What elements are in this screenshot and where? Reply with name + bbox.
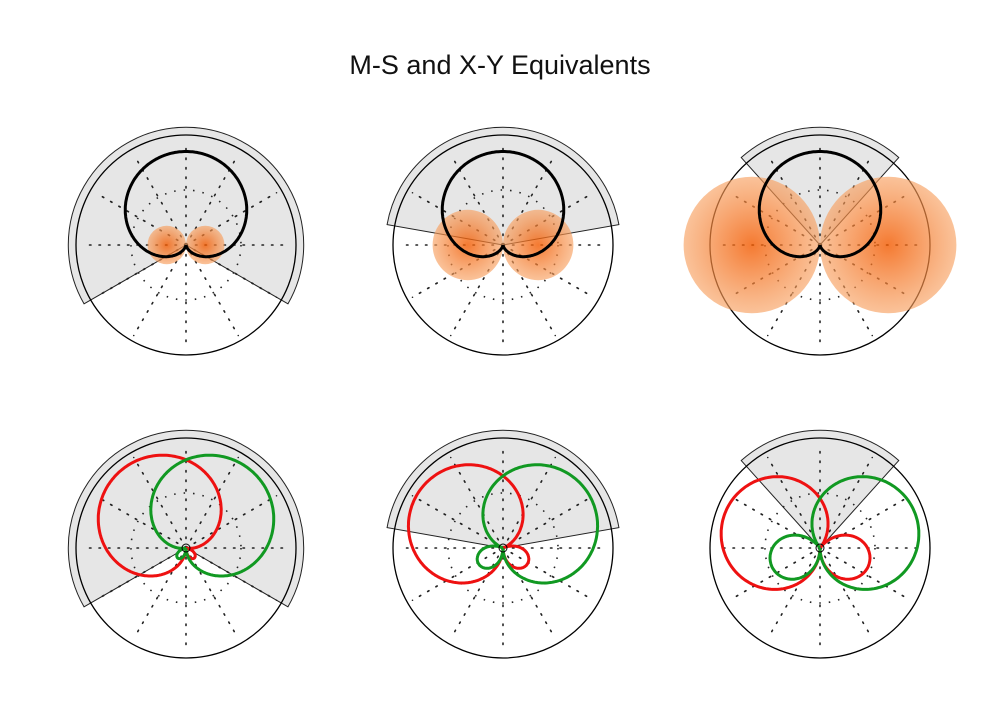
panel-m-s-1 bbox=[67, 126, 305, 356]
polar-spoke bbox=[185, 244, 278, 299]
mid-pattern bbox=[123, 150, 249, 259]
polar-outer-ring bbox=[392, 437, 614, 659]
right-channel-pattern bbox=[768, 475, 921, 591]
polar-spoke bbox=[502, 547, 557, 640]
panel-x-y-2 bbox=[386, 429, 620, 659]
panel-x-y-3 bbox=[709, 429, 931, 659]
origin-marker bbox=[498, 543, 508, 553]
polar-outer-ring bbox=[75, 437, 297, 659]
polar-spoke bbox=[185, 456, 240, 549]
polar-spoke bbox=[94, 494, 187, 549]
figure-title: M-S and X-Y Equivalents bbox=[349, 50, 651, 80]
polar-outer-ring bbox=[709, 437, 931, 659]
right-channel-pattern bbox=[475, 463, 600, 585]
polar-spoke bbox=[502, 191, 595, 246]
polar-spoke bbox=[766, 547, 821, 640]
panel-x-y-1 bbox=[67, 429, 305, 659]
side-lobe bbox=[820, 176, 957, 314]
polar-outer-ring bbox=[392, 134, 614, 356]
polar-spoke bbox=[819, 244, 874, 337]
polar-grid-ring bbox=[130, 189, 242, 301]
polar-spoke bbox=[502, 456, 557, 549]
origin-marker bbox=[815, 543, 825, 553]
polar-spoke bbox=[132, 547, 187, 640]
polar-spoke bbox=[766, 456, 821, 549]
side-lobe bbox=[432, 209, 503, 281]
polar-spoke bbox=[502, 244, 595, 299]
panel-m-s-3 bbox=[683, 126, 957, 356]
polar-spoke bbox=[411, 244, 504, 299]
polar-grid-ring bbox=[447, 492, 559, 604]
polar-spoke bbox=[185, 191, 278, 246]
polar-spoke bbox=[94, 547, 187, 602]
polar-spoke bbox=[185, 244, 240, 337]
polar-spoke bbox=[728, 494, 821, 549]
polar-spoke bbox=[449, 456, 504, 549]
polar-spoke bbox=[502, 547, 595, 602]
polar-outer-ring bbox=[75, 134, 297, 356]
polar-grid-ring bbox=[130, 492, 242, 604]
polar-spoke bbox=[411, 547, 504, 602]
polar-spoke bbox=[132, 456, 187, 549]
polar-spoke bbox=[449, 547, 504, 640]
polar-spoke bbox=[132, 244, 187, 337]
panel-m-s-2 bbox=[386, 126, 620, 356]
polar-spoke bbox=[819, 494, 912, 549]
right-channel-pattern bbox=[149, 453, 276, 578]
mid-pattern bbox=[440, 150, 566, 259]
origin-marker bbox=[181, 543, 191, 553]
polar-spoke bbox=[819, 456, 874, 549]
side-lobe bbox=[683, 176, 820, 314]
polar-spoke bbox=[185, 547, 278, 602]
side-lobe bbox=[186, 225, 225, 265]
polar-grid-ring bbox=[764, 492, 876, 604]
polar-spoke bbox=[766, 244, 821, 337]
polar-spoke bbox=[819, 547, 912, 602]
polar-spoke bbox=[728, 547, 821, 602]
polar-spoke bbox=[185, 494, 278, 549]
mid-pattern bbox=[757, 150, 883, 259]
polar-spoke bbox=[411, 191, 504, 246]
polar-spoke bbox=[94, 191, 187, 246]
polar-spoke bbox=[502, 494, 595, 549]
polar-spoke bbox=[819, 547, 874, 640]
polar-spoke bbox=[411, 494, 504, 549]
polar-spoke bbox=[449, 244, 504, 337]
polar-spoke bbox=[502, 244, 557, 337]
side-lobe bbox=[147, 225, 186, 265]
polar-spoke bbox=[94, 244, 187, 299]
side-lobe bbox=[503, 209, 574, 281]
polar-spoke bbox=[185, 547, 240, 640]
